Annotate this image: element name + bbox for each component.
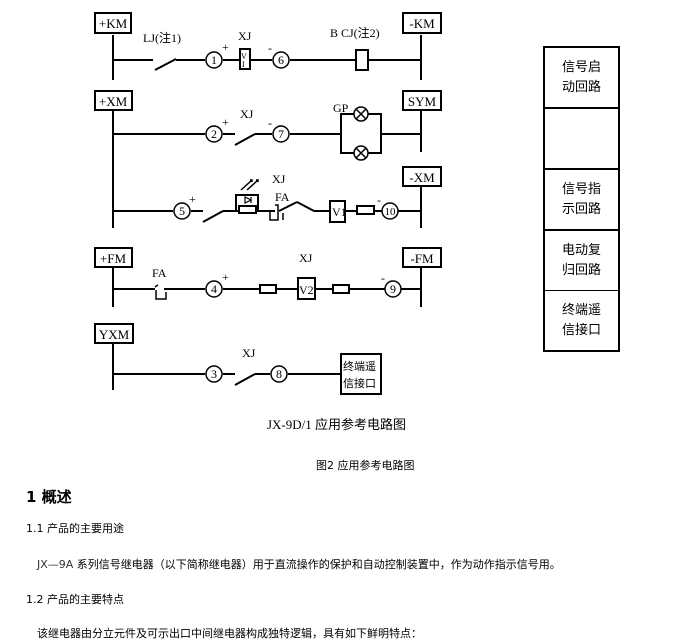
- terminal-label: 10: [385, 206, 397, 218]
- table-cell-signal-indicate: 信号指 示回路: [545, 170, 618, 231]
- component-label: XJ: [242, 346, 256, 360]
- bus-label: +FM: [100, 251, 127, 266]
- interface-label: 终端遥: [343, 359, 376, 373]
- polarity-label: +: [222, 40, 229, 54]
- diagram-title-text: JX-9D/1 应用参考电路图: [266, 417, 407, 432]
- paragraph-text: 系列信号继电器（以下简称继电器）用于直流操作的保护和自动控制装置中，作为动作指示…: [73, 558, 561, 571]
- polarity-label: -: [377, 193, 381, 207]
- component-label: XJ: [299, 251, 313, 265]
- section-heading-1-2: 1.2 产品的主要特点: [26, 593, 124, 606]
- contact-xj: [234, 133, 256, 146]
- component-label: XJ: [240, 107, 254, 121]
- bus-label: -FM: [410, 251, 434, 266]
- bus-box-minus-xm: [402, 166, 442, 187]
- bus-label: -KM: [409, 16, 435, 31]
- element-label: V2: [299, 283, 314, 297]
- component-label: FA: [152, 266, 167, 280]
- coil-text: I: [242, 60, 245, 69]
- diagram-title: JX-9D/1 应用参考电路图: [0, 414, 685, 433]
- terminal-8: [270, 365, 288, 383]
- polarity-label: -: [268, 41, 272, 55]
- component-label: XJ: [238, 29, 252, 43]
- terminal-4: [205, 280, 223, 298]
- lamp-icon: [353, 106, 369, 122]
- terminal-label: 9: [390, 282, 396, 296]
- terminal-6: [272, 51, 290, 69]
- polarity-label: +: [222, 115, 229, 129]
- row-signal-start: [112, 35, 422, 80]
- terminal-10: [381, 202, 399, 220]
- table-cell-signal-start: 信号启 动回路: [545, 48, 618, 109]
- terminal-3: [205, 365, 223, 383]
- bcj-coil: [355, 49, 369, 71]
- bus-box-sym: [402, 90, 442, 111]
- interface-box: [340, 353, 382, 395]
- bus-box-minus-km: [402, 12, 442, 34]
- terminal-7: [272, 125, 290, 143]
- paragraph-features: 该继电器由分立元件及可示出口中间继电器构成独特逻辑，具有如下鲜明特点：: [37, 627, 422, 640]
- terminal-label: 5: [179, 204, 185, 218]
- component-label: XJ: [272, 172, 286, 186]
- terminal-label: 3: [211, 367, 217, 381]
- lamp-icon: [353, 145, 369, 161]
- table-cell-electric-reset: 电动复 归回路: [545, 231, 618, 291]
- bus-box-plus-km: [94, 12, 132, 34]
- terminal-label: 4: [211, 282, 217, 296]
- paragraph-usage: JX—9A 系列信号继电器（以下简称继电器）用于直流操作的保护和自动控制装置中，…: [37, 556, 561, 572]
- polarity-label: -: [268, 116, 272, 130]
- component-label: FA: [275, 190, 290, 204]
- terminal-5: [173, 202, 191, 220]
- model-number: JX—9A: [37, 558, 74, 571]
- interface-label: 信接口: [343, 377, 376, 390]
- row-signal-indicate-2: [113, 179, 422, 228]
- resistor: [238, 205, 257, 214]
- component-label: GP: [333, 101, 349, 115]
- bus-label: +XM: [99, 94, 128, 109]
- terminal-label: 7: [278, 127, 284, 141]
- contact-lj: [154, 58, 177, 71]
- section-heading-1-1: 1.1 产品的主要用途: [26, 522, 124, 535]
- circuit-diagram: 1 6 2 7 5 10 4 9 3 8 +KM -KM +XM SYM -XM…: [94, 12, 442, 395]
- bus-box-minus-fm: [402, 247, 442, 268]
- polarity-label: +: [189, 192, 196, 206]
- row-electric-reset: [112, 268, 422, 307]
- terminal-9: [384, 280, 402, 298]
- terminal-label: 2: [211, 127, 217, 141]
- component-label: B CJ(注2): [330, 25, 380, 40]
- bus-label: YXM: [99, 327, 130, 342]
- figure-caption: 图2 应用参考电路图: [316, 459, 415, 472]
- terminal-label: 1: [211, 53, 217, 67]
- circuit-section-table: 信号启 动回路 信号指 示回路 电动复 归回路 终端遥 信接口: [543, 46, 620, 352]
- table-cell-empty: [545, 109, 618, 170]
- row-signal-indicate: [112, 110, 422, 228]
- bus-label: -XM: [409, 170, 435, 185]
- terminal-label: 6: [278, 53, 284, 67]
- polarity-label: +: [222, 270, 229, 284]
- element-label: V1: [332, 205, 347, 219]
- bus-label: SYM: [408, 94, 437, 109]
- terminal-label: 8: [276, 367, 282, 381]
- terminal-2: [205, 125, 223, 143]
- row-remote-interface: [112, 343, 382, 395]
- section-heading-1: 1 概述: [26, 488, 72, 506]
- table-cell-remote-interface: 终端遥 信接口: [561, 302, 601, 338]
- bus-label: +KM: [99, 16, 128, 31]
- bus-box-yxm: [94, 323, 134, 344]
- bus-box-plus-fm: [94, 247, 133, 268]
- coil-text: V: [241, 52, 247, 61]
- terminal-1: [205, 51, 223, 69]
- polarity-label: -: [381, 271, 385, 285]
- resistor: [356, 205, 375, 215]
- component-label: LJ(注1): [143, 30, 181, 45]
- bus-box-plus-xm: [94, 90, 133, 111]
